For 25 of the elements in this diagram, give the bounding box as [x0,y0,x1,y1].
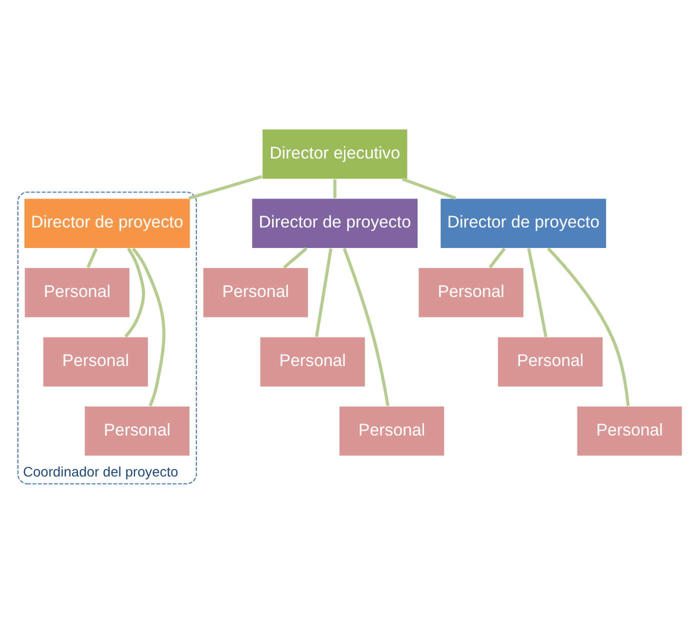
connector [124,247,146,338]
node-box: Director de proyecto [251,197,418,248]
connector [488,247,506,268]
node-box: Personal [418,266,524,318]
connector [188,174,262,200]
node-box: Personal [42,336,149,387]
connector [132,247,166,406]
connector [342,247,390,406]
node-box: Personal [338,405,445,456]
node-box: Director ejecutivo [262,128,408,179]
node-box: Personal [259,336,366,387]
node-box: Personal [84,405,190,456]
connector [86,247,98,268]
node-box: Personal [202,266,309,318]
node-box: Director de proyecto [440,197,607,248]
node-box: Director de proyecto [24,197,191,248]
connector [527,248,548,337]
connector [333,178,336,198]
connector [402,177,456,200]
connector [547,246,630,406]
node-box: Personal [576,405,683,456]
node-box: Personal [497,336,604,387]
connector [315,248,332,337]
connector [283,246,308,268]
node-box: Personal [24,266,130,318]
